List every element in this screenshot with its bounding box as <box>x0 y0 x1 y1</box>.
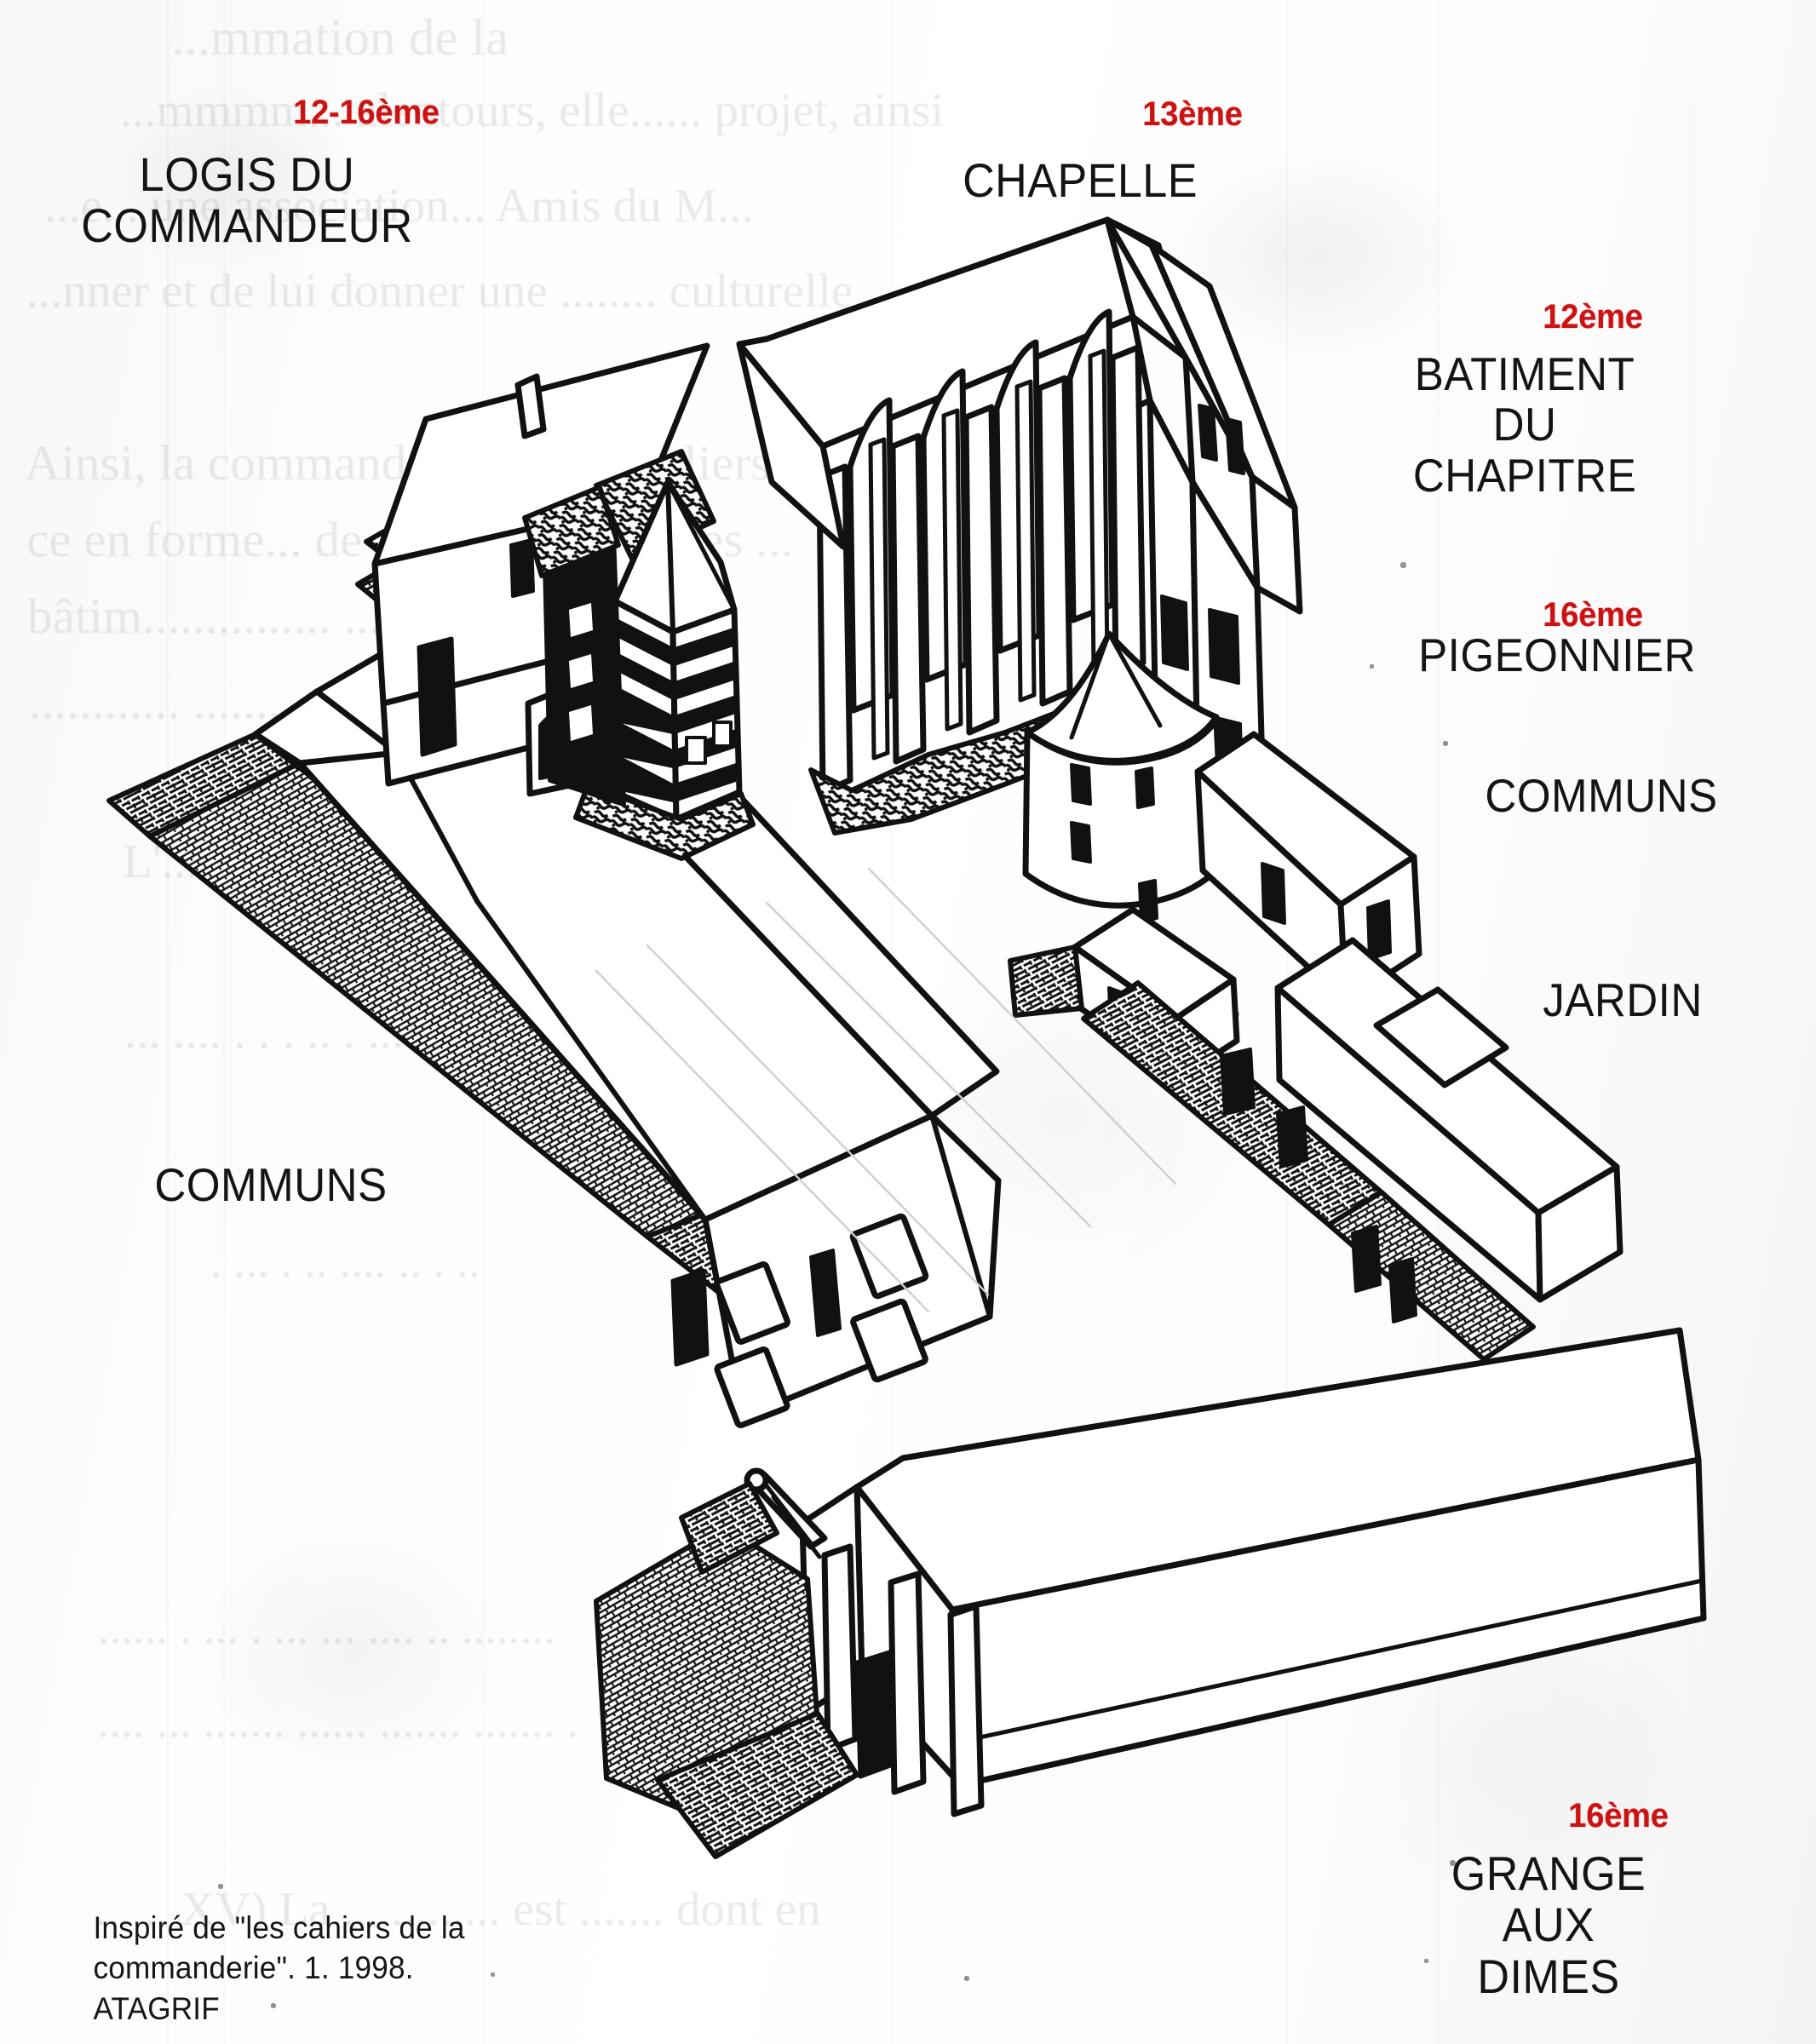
credit-note: Inspiré de "les cahiers de la commanderi… <box>93 1910 465 2026</box>
courtyard-ground-lines <box>595 867 1177 1313</box>
jardin-enclosure-wall <box>1081 980 1536 1362</box>
century-label-grange: 16ème <box>1568 1797 1669 1834</box>
building-label-communs-w: COMMUNS <box>154 1158 388 1211</box>
century-label-chapelle: 13ème <box>1142 95 1243 133</box>
building-communs-est <box>1008 731 1623 1303</box>
building-communs-ouest <box>106 630 1002 1428</box>
century-label-chapitre: 12ème <box>1543 298 1643 336</box>
building-label-pigeonnier: PIGEONNIER <box>1418 629 1696 681</box>
building-label-grange: GRANGE AUX DIMES <box>1451 1846 1646 2003</box>
building-label-logis: LOGIS DU COMMANDEUR <box>81 147 413 253</box>
building-label-jardin: JARDIN <box>1543 973 1703 1026</box>
century-label-logis: 12-16ème <box>293 94 440 131</box>
building-label-communs-e: COMMUNS <box>1485 769 1718 822</box>
stair-turret <box>522 479 756 861</box>
century-label-pigeonnier: 16ème <box>1543 596 1643 634</box>
building-label-chapitre: BATIMENT DU CHAPITRE <box>1412 347 1637 502</box>
building-label-chapelle: CHAPELLE <box>963 153 1198 207</box>
building-grange-aux-dimes <box>594 1327 1707 1859</box>
chapel-arcade <box>816 308 1146 795</box>
